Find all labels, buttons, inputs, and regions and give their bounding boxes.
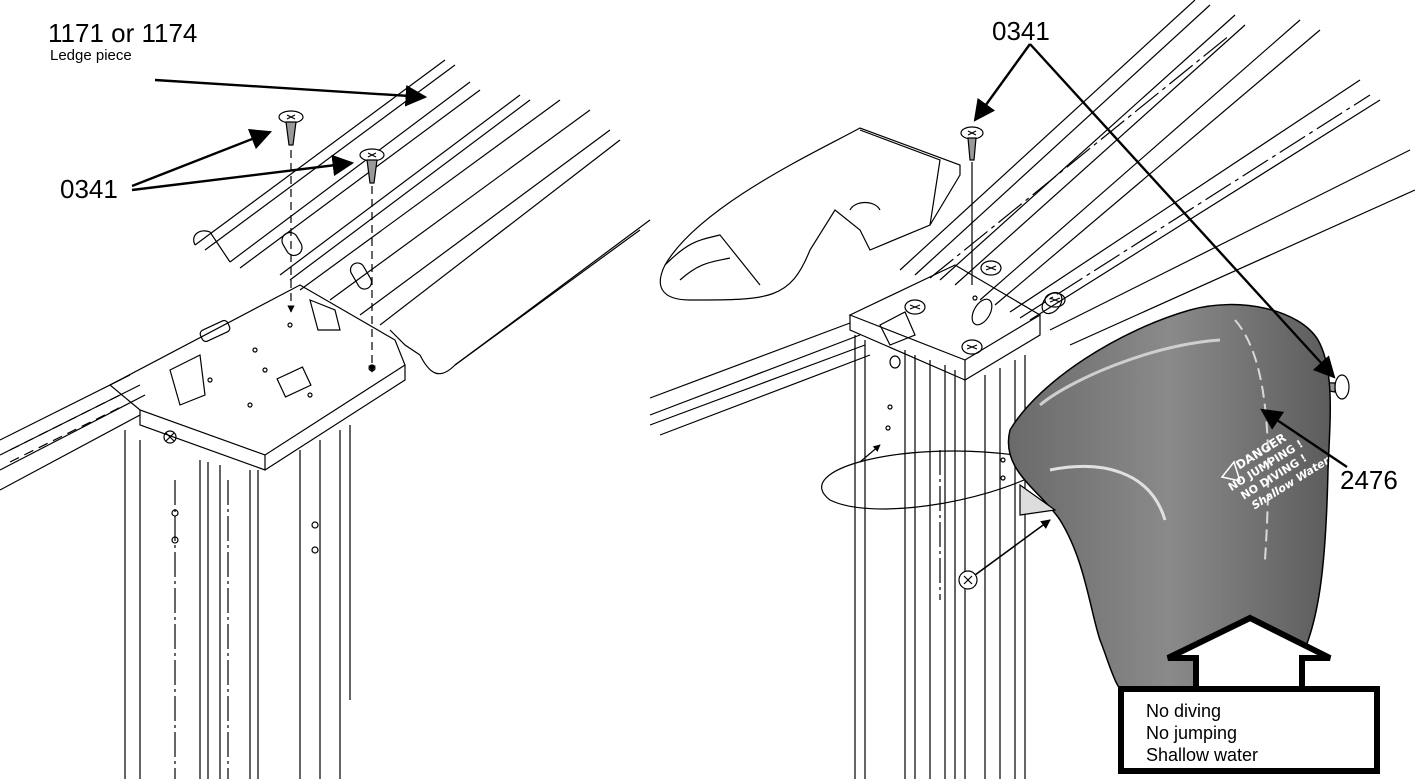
left-screw-2	[359, 148, 385, 184]
left-top-plate	[108, 284, 406, 471]
left-bottom-rail	[0, 374, 146, 491]
end-cap-2476	[1007, 303, 1332, 709]
left-ledge-rail	[193, 59, 651, 375]
end-cap-part-number: 2476	[1340, 465, 1398, 495]
left-post	[124, 425, 351, 779]
right-bottom-rail	[649, 322, 871, 436]
ledge-slot-left	[281, 231, 303, 257]
ledge-part-number: 1171 or 1174	[48, 18, 198, 48]
right-ledge-rails	[899, 0, 1415, 346]
right-top-plate	[848, 260, 1066, 381]
callout-pointer-arrow	[1166, 614, 1332, 686]
callout-line-1: No diving	[1146, 701, 1222, 721]
screw-part-number-left: 0341	[60, 174, 118, 204]
ledge-slot-right	[349, 262, 373, 290]
right-leaders	[973, 43, 1348, 468]
left-screw-1	[278, 110, 304, 146]
screw-part-number-right: 0341	[992, 16, 1050, 46]
right-side-cap	[659, 127, 961, 301]
right-screw-top	[960, 126, 984, 161]
right-assembly	[649, 0, 1415, 779]
right-screw-bottom	[958, 570, 978, 590]
left-leaders	[131, 78, 428, 192]
ledge-piece-label: Ledge piece	[50, 47, 132, 64]
callout-line-2: No jumping	[1146, 723, 1238, 743]
warning-callout-box: No diving No jumping Shallow water	[1118, 686, 1380, 774]
callout-line-3: Shallow water	[1146, 745, 1259, 765]
left-assembly	[0, 59, 651, 779]
